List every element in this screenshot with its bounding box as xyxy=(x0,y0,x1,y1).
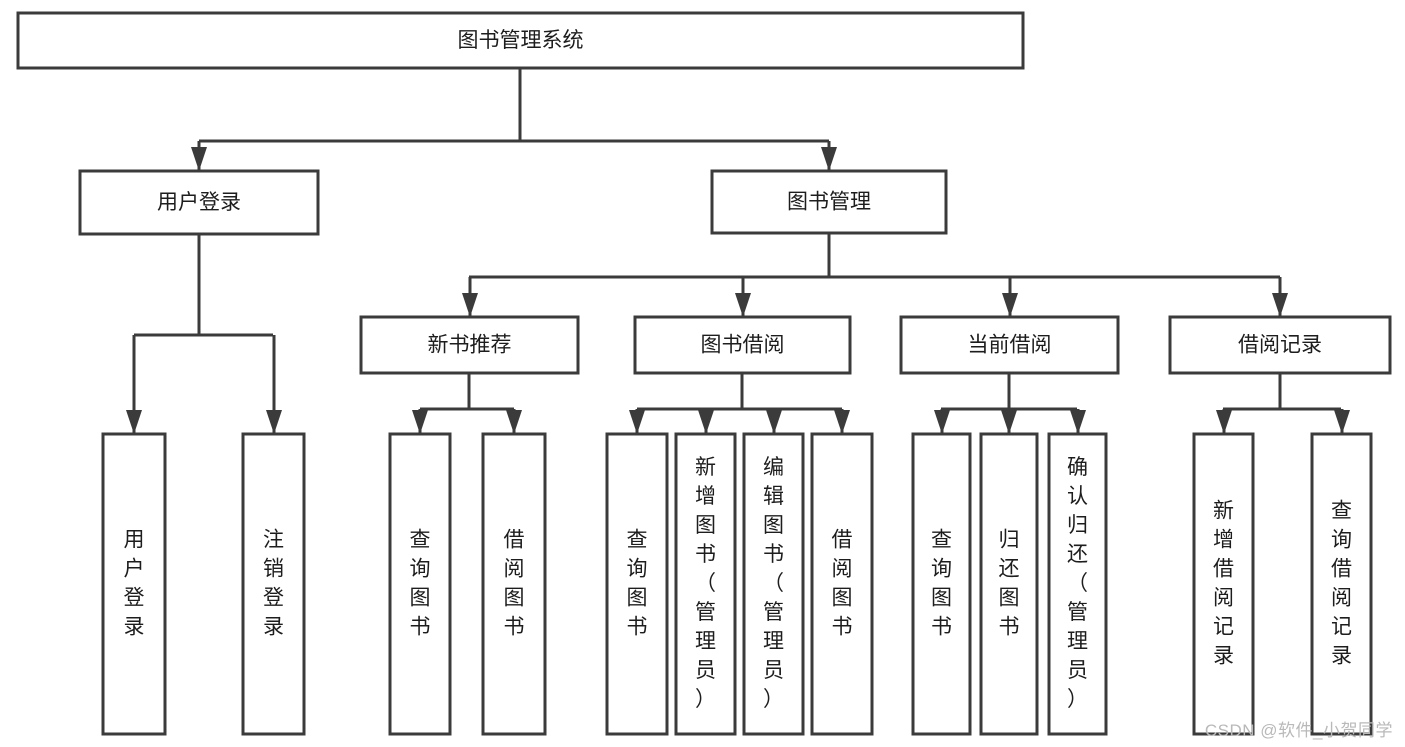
node-box-book-borrow xyxy=(633,315,852,375)
node-leaf-add-borrow-record[interactable]: 新增借阅记录 xyxy=(1192,432,1255,736)
node-leaf-return-book[interactable]: 归还图书 xyxy=(979,432,1039,736)
node-book-borrow[interactable]: 图书借阅 xyxy=(633,315,852,375)
node-leaf-query-book-borrow[interactable]: 查询图书 xyxy=(605,432,669,736)
node-box-leaf-borrow-book-recommend xyxy=(481,432,547,736)
node-leaf-borrow-book[interactable]: 借阅图书 xyxy=(810,432,874,736)
node-label-leaf-confirm-return-admin: 确认归还（管理员） xyxy=(1067,456,1088,711)
node-box-leaf-confirm-return-admin xyxy=(1047,432,1108,736)
node-leaf-borrow-book-recommend[interactable]: 借阅图书 xyxy=(481,432,547,736)
node-label-root: 图书管理系统 xyxy=(458,29,584,52)
node-leaf-user-login[interactable]: 用户登录 xyxy=(101,432,167,736)
node-label-book-management: 图书管理 xyxy=(787,191,871,214)
arrow-head-icon-leaf-borrow-book xyxy=(834,410,850,434)
arrow-head-icon-leaf-confirm-return-admin xyxy=(1070,410,1086,434)
node-leaf-query-book-recommend[interactable]: 查询图书 xyxy=(388,432,452,736)
arrow-head-icon-leaf-query-book-borrow xyxy=(629,410,645,434)
node-leaf-query-borrow-record[interactable]: 查询借阅记录 xyxy=(1310,432,1373,736)
arrow-head-icon-borrow-record xyxy=(1272,293,1288,317)
arrow-head-icon-leaf-return-book xyxy=(1001,410,1017,434)
node-box-leaf-logout xyxy=(241,432,306,736)
node-label-leaf-query-book-borrow: 查询图书 xyxy=(627,529,648,639)
node-box-leaf-borrow-book xyxy=(810,432,874,736)
node-label-leaf-add-borrow-record: 新增借阅记录 xyxy=(1213,500,1234,668)
arrow-head-icon-leaf-query-book-current xyxy=(934,410,950,434)
node-box-leaf-query-book-recommend xyxy=(388,432,452,736)
node-label-leaf-borrow-book-recommend: 借阅图书 xyxy=(504,529,525,639)
node-leaf-confirm-return-admin[interactable]: 确认归还（管理员） xyxy=(1047,432,1108,736)
arrow-head-icon-current-borrow xyxy=(1002,293,1018,317)
node-label-leaf-query-borrow-record: 查询借阅记录 xyxy=(1331,500,1352,668)
arrow-head-icon-leaf-add-borrow-record xyxy=(1216,410,1232,434)
node-label-borrow-record: 借阅记录 xyxy=(1238,334,1322,357)
arrow-head-icon-book-management xyxy=(821,147,837,171)
node-current-borrow[interactable]: 当前借阅 xyxy=(899,315,1120,375)
node-box-user-login xyxy=(78,169,320,236)
node-user-login[interactable]: 用户登录 xyxy=(78,169,320,236)
arrow-head-icon-book-borrow xyxy=(735,293,751,317)
node-label-user-login: 用户登录 xyxy=(157,191,241,214)
node-box-leaf-add-book-admin xyxy=(674,432,737,736)
node-box-current-borrow xyxy=(899,315,1120,375)
node-box-leaf-add-borrow-record xyxy=(1192,432,1255,736)
node-label-leaf-borrow-book: 借阅图书 xyxy=(832,529,853,639)
arrow-head-icon-leaf-query-book-recommend xyxy=(412,410,428,434)
node-leaf-add-book-admin[interactable]: 新增图书（管理员） xyxy=(674,432,737,736)
node-label-book-borrow: 图书借阅 xyxy=(701,334,785,357)
node-leaf-logout[interactable]: 注销登录 xyxy=(241,432,306,736)
node-box-leaf-query-book-current xyxy=(911,432,972,736)
node-label-leaf-query-book-recommend: 查询图书 xyxy=(410,529,431,639)
node-label-leaf-add-book-admin: 新增图书（管理员） xyxy=(695,456,716,711)
node-label-current-borrow: 当前借阅 xyxy=(968,334,1052,357)
arrow-head-icon-leaf-add-book-admin xyxy=(698,410,714,434)
node-box-borrow-record xyxy=(1168,315,1392,375)
node-borrow-record[interactable]: 借阅记录 xyxy=(1168,315,1392,375)
node-box-leaf-query-borrow-record xyxy=(1310,432,1373,736)
node-label-leaf-edit-book-admin: 编辑图书（管理员） xyxy=(763,456,784,711)
node-leaf-edit-book-admin[interactable]: 编辑图书（管理员） xyxy=(742,432,805,736)
arrow-head-icon-leaf-borrow-book-recommend xyxy=(506,410,522,434)
arrow-head-icon-leaf-query-borrow-record xyxy=(1334,410,1350,434)
arrow-head-icon-new-book-recommend xyxy=(462,293,478,317)
node-box-leaf-return-book xyxy=(979,432,1039,736)
node-label-leaf-query-book-current: 查询图书 xyxy=(931,529,952,639)
node-box-root xyxy=(16,11,1025,70)
node-box-book-management xyxy=(710,169,948,235)
node-box-new-book-recommend xyxy=(359,315,580,375)
node-book-management[interactable]: 图书管理 xyxy=(710,169,948,235)
node-root[interactable]: 图书管理系统 xyxy=(16,11,1025,70)
watermark-text: CSDN @软件_小贺同学 xyxy=(1204,721,1393,740)
node-box-leaf-query-book-borrow xyxy=(605,432,669,736)
arrow-head-icon-user-login xyxy=(191,147,207,171)
node-new-book-recommend[interactable]: 新书推荐 xyxy=(359,315,580,375)
node-box-leaf-user-login xyxy=(101,432,167,736)
node-box-leaf-edit-book-admin xyxy=(742,432,805,736)
node-label-leaf-logout: 注销登录 xyxy=(263,529,284,639)
node-label-leaf-user-login: 用户登录 xyxy=(124,529,145,639)
node-label-new-book-recommend: 新书推荐 xyxy=(428,334,512,357)
arrow-head-icon-leaf-user-login xyxy=(126,410,142,434)
node-leaf-query-book-current[interactable]: 查询图书 xyxy=(911,432,972,736)
arrow-head-icon-leaf-edit-book-admin xyxy=(766,410,782,434)
arrow-head-icon-leaf-logout xyxy=(266,410,282,434)
node-label-leaf-return-book: 归还图书 xyxy=(999,529,1020,639)
